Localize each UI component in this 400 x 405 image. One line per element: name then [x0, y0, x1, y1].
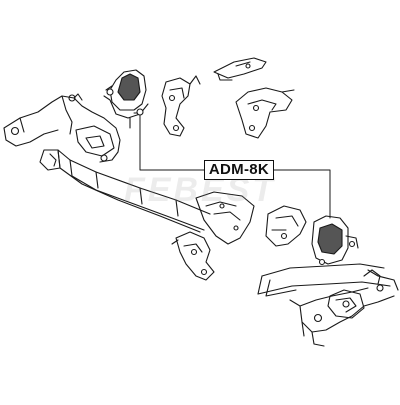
upper-plate-bracket	[213, 57, 267, 81]
lower-bracket-a	[171, 231, 215, 281]
left-subframe	[3, 93, 211, 233]
lower-engine-mount	[311, 215, 359, 266]
right-subframe	[257, 263, 399, 347]
lower-bracket-b	[265, 205, 307, 247]
middle-bracket-b	[235, 87, 295, 139]
upper-engine-mount	[103, 69, 149, 129]
lower-plate-bracket	[195, 191, 255, 245]
middle-bracket-a	[161, 75, 201, 137]
part-number-label: ADM-8K	[204, 160, 274, 180]
leader-line-lower-mount	[273, 169, 331, 219]
leader-line-upper-mount	[133, 112, 205, 171]
